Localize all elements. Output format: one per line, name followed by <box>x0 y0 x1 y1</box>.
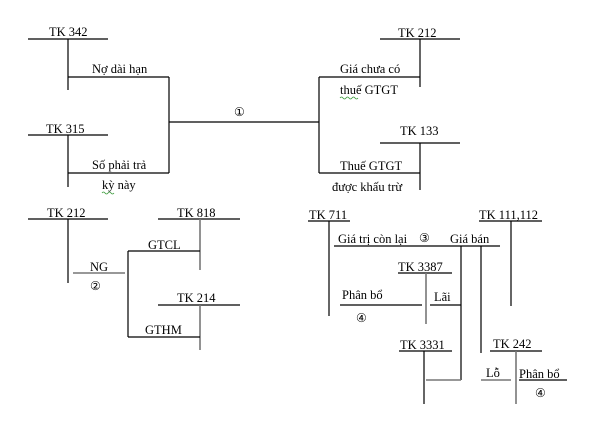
t-account-tk818: TK 818 <box>158 206 240 270</box>
label-gia-ban: Giá bán <box>450 232 490 246</box>
label-thue-gtgt-line2: được khấu trừ <box>332 180 403 194</box>
t-account-tk212-bottom: TK 212 <box>28 206 108 283</box>
account-label-tk315: TK 315 <box>46 122 85 136</box>
label-gthm: GTHM <box>145 323 182 337</box>
account-label-tk3387: TK 3387 <box>398 260 443 274</box>
label-no-dai-han: Nợ dài hạn <box>92 62 148 76</box>
t-account-tk3331: TK 3331 <box>399 338 452 404</box>
t-account-tk133: TK 133 <box>380 124 460 190</box>
step-marker-4-left: ④ <box>356 311 367 325</box>
t-account-tk214: TK 214 <box>158 291 240 350</box>
account-label-tk133: TK 133 <box>400 124 439 138</box>
t-account-tk3387: TK 3387 <box>398 260 452 324</box>
label-phan-bo-left: Phân bổ <box>342 288 383 302</box>
step-marker-1: ① <box>234 105 245 119</box>
account-label-tk214: TK 214 <box>177 291 216 305</box>
account-label-tk212-top: TK 212 <box>398 26 437 40</box>
account-label-tk212-bottom: TK 212 <box>47 206 86 220</box>
label-lo: Lỗ <box>486 366 500 380</box>
label-so-phai-tra-line2: kỳ này <box>102 178 136 192</box>
label-so-phai-tra-line1: Số phải trả <box>92 158 147 172</box>
account-label-tk242: TK 242 <box>493 337 532 351</box>
account-label-tk711: TK 711 <box>309 208 347 222</box>
t-account-tk212-top: TK 212 <box>380 26 460 87</box>
step-marker-3: ③ <box>419 231 430 245</box>
label-gia-chua-co-line2: thuế GTGT <box>340 83 398 97</box>
spellcheck-underline <box>339 96 359 100</box>
label-ng: NG <box>90 260 108 274</box>
label-gia-tri-con-lai: Giá trị còn lại <box>338 232 408 246</box>
account-label-tk111-112: TK 111,112 <box>479 208 538 222</box>
account-label-tk818: TK 818 <box>177 206 216 220</box>
label-lai: Lãi <box>434 290 451 304</box>
t-account-tk342: TK 342 <box>28 25 108 90</box>
account-label-tk3331: TK 3331 <box>400 338 445 352</box>
step-marker-4-right: ④ <box>535 386 546 400</box>
label-thue-gtgt-line1: Thuế GTGT <box>340 159 402 173</box>
step-marker-2: ② <box>90 279 101 293</box>
t-account-tk315: TK 315 <box>28 122 108 187</box>
label-phan-bo-right: Phân bổ <box>519 367 560 381</box>
t-account-tk111-112: TK 111,112 <box>479 208 542 306</box>
label-gia-chua-co-line1: Giá chưa có <box>340 62 400 76</box>
t-account-tk711: TK 711 <box>308 208 350 316</box>
t-account-tk242: TK 242 <box>490 337 542 404</box>
account-label-tk342: TK 342 <box>49 25 88 39</box>
label-gtcl: GTCL <box>148 238 181 252</box>
spellcheck-underline <box>101 191 115 195</box>
